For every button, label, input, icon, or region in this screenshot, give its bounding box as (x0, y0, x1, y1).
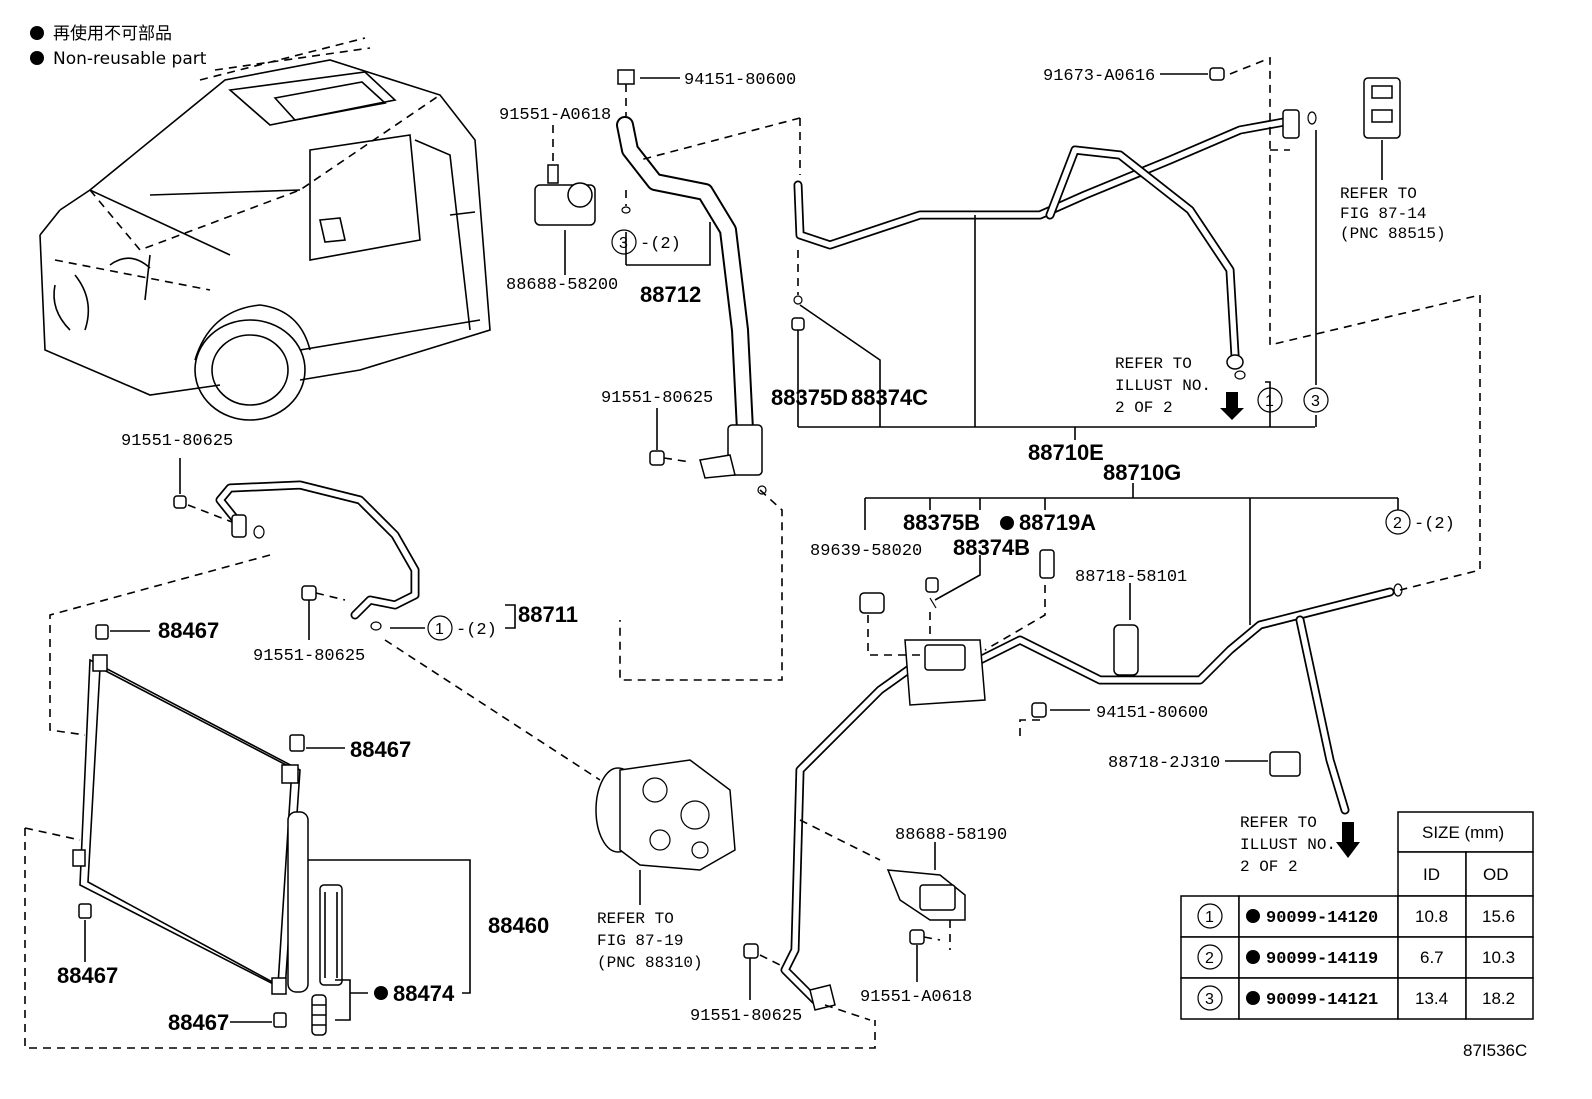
tube-88710G-group (743, 483, 1403, 1021)
circle-ref-3 (611, 229, 637, 255)
arrow-down-icon (1220, 392, 1244, 420)
part-label-88474: 88474 (393, 981, 455, 1006)
circle-ref-1-label: 1 (1265, 393, 1274, 410)
circle-ref-1 (1257, 387, 1283, 413)
part-label-88467: 88467 (158, 618, 219, 643)
circle-ref-3-label: 3 (619, 235, 628, 252)
circle-ref-2-label: 2 (1393, 515, 1402, 532)
part-label-88712: 88712 (640, 282, 701, 307)
part-label-88467: 88467 (168, 1010, 229, 1035)
non-reusable-dot-icon (1246, 991, 1260, 1005)
table-row-od: 18.2 (1482, 989, 1515, 1008)
tube-88710E-group (791, 56, 1481, 591)
part-label-91551-80625: 91551-80625 (601, 389, 713, 408)
legend-label-ja: 再使用不可部品 (53, 23, 172, 44)
vehicle-outline-illustration (39, 37, 491, 421)
ref-illust-b-line1: REFER TO (1240, 814, 1317, 832)
ref-illust-b-line3: 2 OF 2 (1240, 858, 1298, 876)
qty-circle-3: -(2) (640, 235, 681, 254)
expansion-valve-illustration (1363, 77, 1401, 180)
part-label-88375B: 88375B (903, 510, 980, 535)
non-reusable-dot-icon (1246, 950, 1260, 964)
qty-circle-1: -(2) (456, 621, 497, 640)
ref-fig-87-14-line3: (PNC 88515) (1340, 225, 1446, 243)
table-header-size: SIZE (mm) (1422, 823, 1504, 842)
compressor-illustration (595, 759, 736, 905)
ref-fig-87-14-line1: REFER TO (1340, 185, 1417, 203)
legend-label-en: Non-reusable part (53, 49, 207, 69)
table-row-id: 13.4 (1415, 989, 1448, 1008)
ref-illust-a-line1: REFER TO (1115, 355, 1192, 373)
table-row-od: 10.3 (1482, 948, 1515, 967)
part-label-91551-80625: 91551-80625 (253, 647, 365, 666)
circle-ref-1 (427, 615, 453, 641)
part-label-89639-58020: 89639-58020 (810, 542, 922, 561)
hose-88711-group (49, 458, 601, 781)
non-reusable-dot-icon (1000, 516, 1014, 530)
figure-id: 87I536C (1463, 1041, 1527, 1060)
part-label-88688-58190: 88688-58190 (895, 826, 1007, 845)
table-row-part: 90099-14121 (1266, 991, 1378, 1010)
part-label-91551-A0618: 91551-A0618 (499, 106, 611, 125)
qty-circle-2: -(2) (1414, 515, 1455, 534)
table-row-id: 6.7 (1420, 948, 1444, 967)
ref-fig-87-14-line2: FIG 87-14 (1340, 205, 1426, 223)
table-row-id: 10.8 (1415, 907, 1448, 926)
table-header-id: ID (1423, 865, 1440, 884)
part-label-88375D: 88375D (771, 385, 848, 410)
ref-fig-87-19-line2: FIG 87-19 (597, 932, 683, 950)
part-label-91673-A0616: 91673-A0616 (1043, 67, 1155, 86)
part-label-88711: 88711 (518, 602, 578, 627)
circle-ref-2 (1385, 509, 1411, 535)
part-label-91551-80625: 91551-80625 (690, 1007, 802, 1026)
ref-illust-b-line2: ILLUST NO. (1240, 836, 1336, 854)
non-reusable-dot-icon (374, 986, 388, 1000)
part-label-88374B: 88374B (953, 535, 1030, 560)
table-row-key-circle (1197, 903, 1223, 929)
non-reusable-dot-icon (1246, 909, 1260, 923)
circle-ref-3-label: 3 (1311, 393, 1320, 410)
table-row-od: 15.6 (1482, 907, 1515, 926)
table-row-part: 90099-14119 (1266, 950, 1378, 969)
part-label-88467: 88467 (57, 963, 118, 988)
arrow-down-icon (1336, 822, 1360, 858)
ref-fig-87-19-line1: REFER TO (597, 910, 674, 928)
hose-88712-group (534, 69, 801, 681)
part-label-88710G: 88710G (1103, 460, 1181, 485)
part-label-88710E: 88710E (1028, 440, 1104, 465)
part-label-88719A: 88719A (1019, 510, 1096, 535)
table-row-key: 1 (1205, 909, 1214, 926)
part-label-91551-A0618: 91551-A0618 (860, 988, 972, 1007)
legend: 再使用不可部品 Non-reusable part (30, 23, 207, 69)
table-row-key: 2 (1205, 950, 1214, 967)
part-label-88718-2J310: 88718-2J310 (1108, 754, 1220, 773)
part-label-91551-80625: 91551-80625 (121, 432, 233, 451)
legend-dot-icon (30, 51, 44, 65)
part-label-88718-58101: 88718-58101 (1075, 568, 1187, 587)
table-row-key: 3 (1205, 991, 1214, 1008)
table-header-od: OD (1483, 865, 1509, 884)
part-label-88467: 88467 (350, 737, 411, 762)
circle-ref-3 (1303, 387, 1329, 413)
legend-dot-icon (30, 26, 44, 40)
ref-illust-a-line2: ILLUST NO. (1115, 377, 1211, 395)
circle-ref-1-label: 1 (435, 621, 444, 638)
table-row-key-circle (1197, 985, 1223, 1011)
ref-fig-87-19-line3: (PNC 88310) (597, 954, 703, 972)
part-label-88374C: 88374C (851, 385, 928, 410)
part-label-94151-80600: 94151-80600 (684, 71, 796, 90)
part-label-94151-80600: 94151-80600 (1096, 704, 1208, 723)
table-row-key-circle (1197, 944, 1223, 970)
part-label-88688-58200: 88688-58200 (506, 276, 618, 295)
size-table: SIZE (mm) ID OD 1 90099-14120 10.8 15.6 … (1180, 811, 1534, 1020)
table-row-part: 90099-14120 (1266, 909, 1378, 928)
condenser-88460-group (24, 624, 876, 1049)
part-label-88460: 88460 (488, 913, 549, 938)
ref-illust-a-line3: 2 OF 2 (1115, 399, 1173, 417)
